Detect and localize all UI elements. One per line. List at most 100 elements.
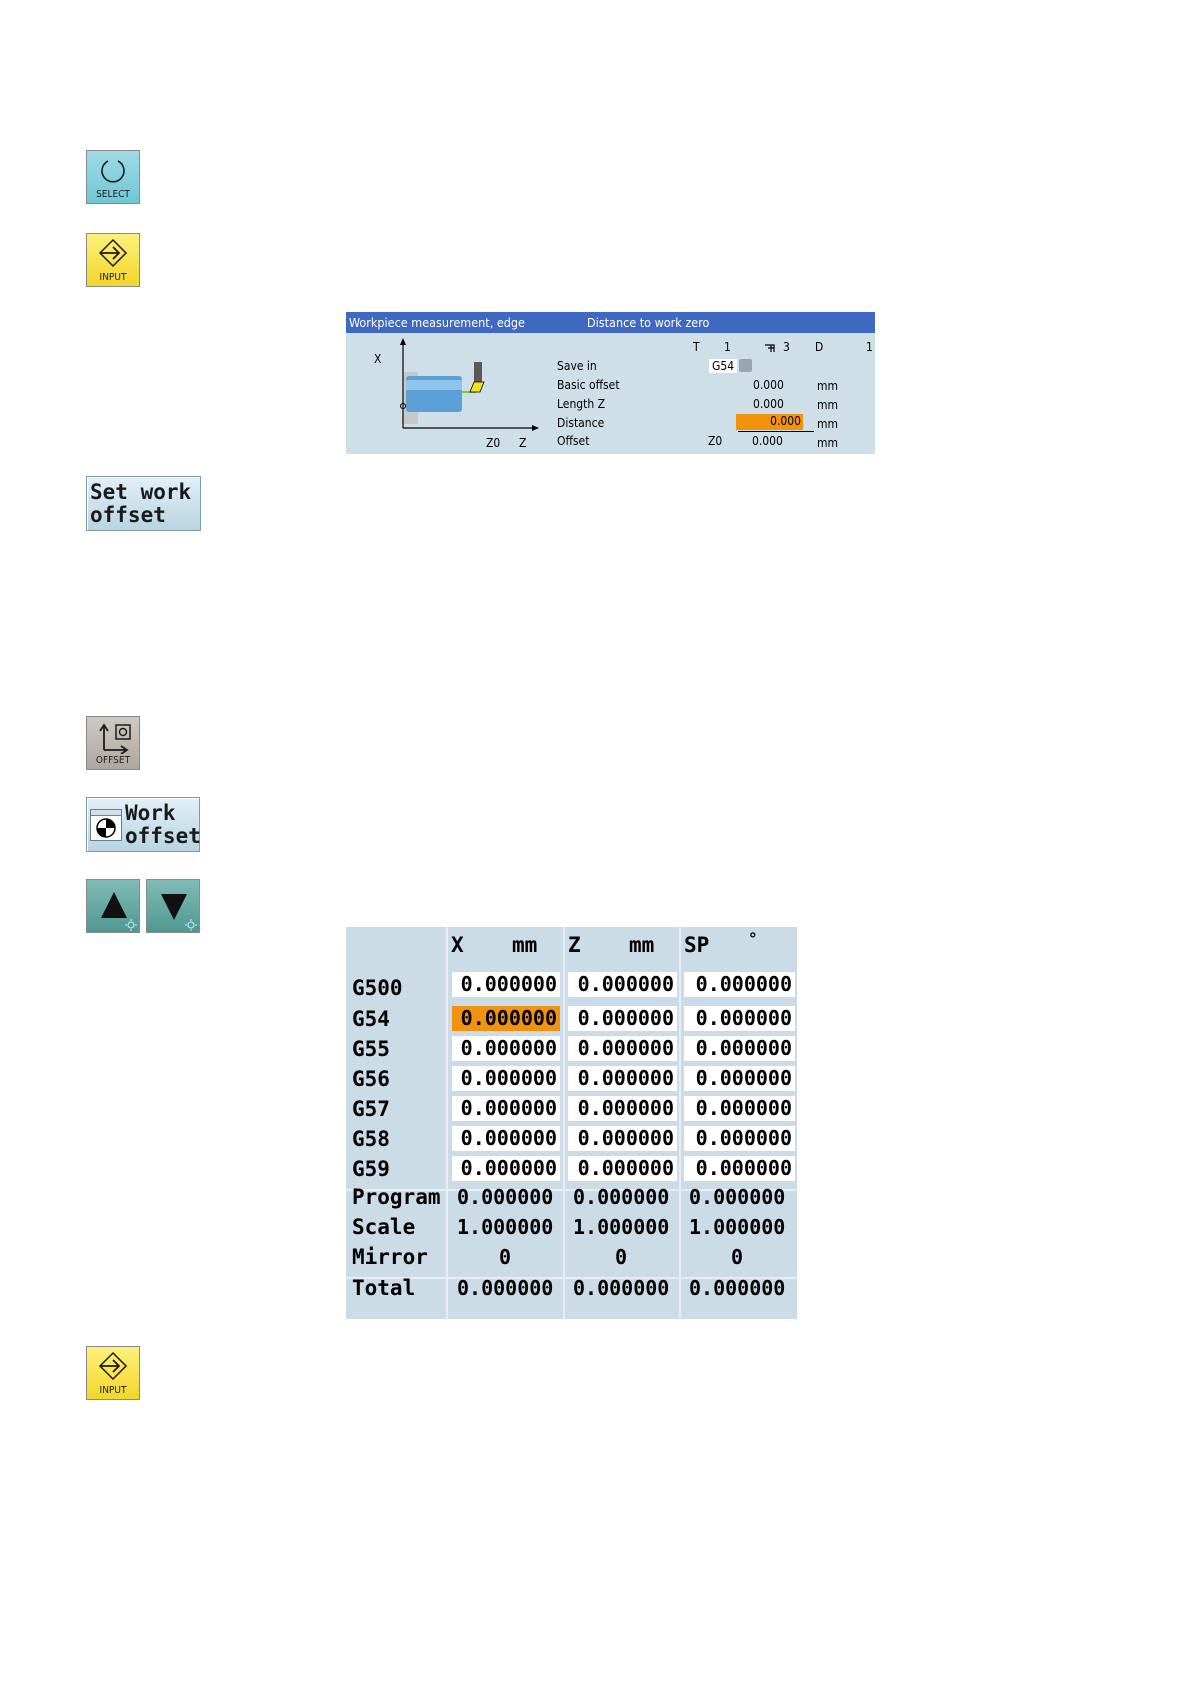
work-offset-table: X mm Z mm SP ° G500 0.000000 0.000000 0.… [346, 927, 797, 1319]
field-distance-value[interactable]: 0.000 [736, 414, 803, 430]
set-work-offset-line1: Set work [90, 480, 192, 504]
work-offset-softkey[interactable]: Work offset [86, 797, 201, 852]
offset-cell[interactable]: 0.000000 [452, 1036, 560, 1061]
input-key-label: INPUT [99, 1385, 127, 1396]
column-header-z-unit: mm [629, 933, 655, 957]
table-divider [679, 927, 681, 1319]
readonly-value: 0.000000 [573, 1276, 670, 1300]
field-basic-offset-label: Basic offset [557, 378, 620, 392]
coordinate-offset-icon [99, 723, 131, 754]
set-work-offset-softkey[interactable]: Set work offset [86, 476, 201, 531]
field-offset-value: 0.000 [752, 434, 783, 448]
readonly-value: 0.000000 [457, 1276, 554, 1300]
offset-cell[interactable]: 0.000000 [684, 1096, 795, 1121]
offset-underline [738, 431, 814, 432]
work-offset-line2: offset [125, 824, 201, 848]
offset-cell[interactable]: 0.000000 [568, 1066, 677, 1091]
select-key-label: SELECT [96, 189, 130, 200]
offset-cell[interactable]: 0.000000 [684, 1066, 795, 1091]
diagram-z-axis-label: Z [519, 436, 527, 450]
cursor-down-icon [161, 894, 197, 931]
cursor-up-icon [101, 892, 137, 931]
readonly-value: 1.000000 [689, 1215, 786, 1239]
offset-cell[interactable]: 0.000000 [684, 1036, 795, 1061]
row-label-g56: G56 [352, 1067, 390, 1091]
field-basic-offset-value: 0.000 [753, 378, 784, 392]
offset-cell[interactable]: 0.000000 [452, 1156, 560, 1181]
field-distance-label: Distance [557, 416, 605, 430]
row-label-scale: Scale [352, 1215, 416, 1239]
field-save-in-value[interactable]: G54 [709, 359, 738, 373]
offset-cell[interactable]: 0.000000 [684, 1126, 795, 1151]
row-label-g55: G55 [352, 1037, 390, 1061]
offset-cell[interactable]: 0.000000 [684, 1156, 795, 1181]
offset-cell[interactable]: 0.000000 [568, 1126, 677, 1151]
tool-d-value: 1 [866, 340, 873, 354]
input-arrow-icon [98, 238, 128, 268]
readonly-value: 1.000000 [573, 1215, 670, 1239]
input-key-label: INPUT [99, 272, 127, 283]
row-label-g54: G54 [352, 1007, 390, 1031]
field-save-in-label: Save in [557, 359, 597, 373]
column-header-x-unit: mm [512, 933, 538, 957]
screen-title-bar: Workpiece measurement, edge Distance to … [346, 312, 875, 333]
input-key-confirm[interactable]: INPUT [86, 1346, 140, 1400]
row-label-program: Program [352, 1185, 441, 1209]
field-offset-label: Offset [557, 434, 590, 448]
offset-cell[interactable]: 0.000000 [452, 1126, 560, 1151]
offset-cell[interactable]: 0.000000 [568, 972, 677, 997]
offset-cell[interactable]: 0.000000 [684, 972, 795, 997]
table-divider [346, 1189, 797, 1191]
field-basic-offset-unit: mm [817, 379, 839, 393]
select-circle-icon [101, 160, 125, 183]
work-offset-target-icon [90, 809, 122, 841]
row-label-mirror: Mirror [352, 1245, 428, 1269]
row-label-g59: G59 [352, 1157, 390, 1181]
offset-cell[interactable]: 0.000000 [568, 1006, 677, 1031]
input-arrow-icon [98, 1351, 128, 1381]
tool-d-label: D [815, 340, 824, 354]
table-divider [563, 927, 565, 1319]
screen-subtitle: Distance to work zero [587, 315, 710, 330]
readonly-value: 1.000000 [457, 1215, 554, 1239]
diagram-x-axis-label: X [374, 352, 382, 366]
readonly-value: 0.000000 [689, 1185, 786, 1209]
offset-key-label: OFFSET [95, 755, 131, 766]
readonly-value: 0.000000 [689, 1276, 786, 1300]
toggle-select-icon[interactable] [739, 359, 752, 372]
offset-cell[interactable]: 0.000000 [452, 972, 560, 997]
workpiece-measurement-screen: Workpiece measurement, edge Distance to … [346, 312, 875, 454]
row-label-g58: G58 [352, 1127, 390, 1151]
work-offset-line1: Work [125, 801, 176, 825]
offset-cell-selected[interactable]: 0.000000 [452, 1006, 560, 1031]
set-work-offset-line2: offset [90, 503, 166, 527]
select-key[interactable]: SELECT [86, 150, 140, 204]
cursor-down-key[interactable] [146, 879, 200, 933]
column-header-sp-unit: ° [748, 929, 758, 948]
field-length-z-value: 0.000 [753, 397, 784, 411]
table-divider [446, 927, 448, 1319]
field-length-z-unit: mm [817, 398, 839, 412]
tool-t-label: T [693, 340, 700, 354]
offset-cell[interactable]: 0.000000 [568, 1036, 677, 1061]
offset-cell[interactable]: 0.000000 [568, 1096, 677, 1121]
field-distance-unit: mm [817, 417, 839, 431]
offset-cell[interactable]: 0.000000 [452, 1096, 560, 1121]
readonly-value: 0 [731, 1245, 744, 1269]
readonly-value: 0.000000 [457, 1185, 554, 1209]
offset-cell[interactable]: 0.000000 [568, 1156, 677, 1181]
column-header-x: X [451, 933, 464, 957]
cursor-up-key[interactable] [86, 879, 140, 933]
input-key[interactable]: INPUT [86, 233, 140, 287]
offset-cell[interactable]: 0.000000 [684, 1006, 795, 1031]
readonly-value: 0.000000 [573, 1185, 670, 1209]
row-label-g500: G500 [352, 976, 403, 1000]
diagram-z0-label: Z0 [486, 436, 501, 450]
row-label-g57: G57 [352, 1097, 390, 1121]
offset-key[interactable]: OFFSET [86, 716, 140, 770]
offset-cell[interactable]: 0.000000 [452, 1066, 560, 1091]
column-header-z: Z [568, 933, 581, 957]
row-label-total: Total [352, 1276, 416, 1300]
readonly-value: 0 [615, 1245, 628, 1269]
tool-edge-icon [765, 344, 775, 352]
